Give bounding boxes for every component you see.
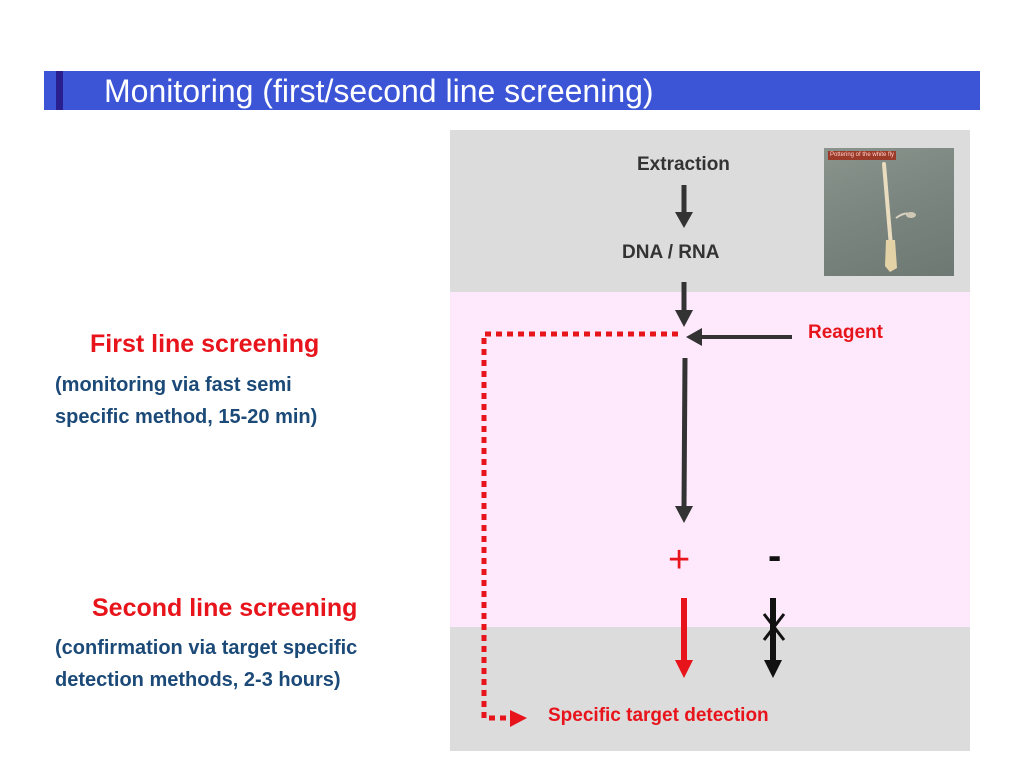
arrow-positive — [675, 598, 693, 678]
title-accent — [56, 71, 63, 110]
second-line-description: (confirmation via target specific detect… — [55, 632, 357, 696]
pestle-image — [882, 162, 916, 272]
negative-sign: - — [768, 534, 782, 578]
second-line-title: Second line screening — [92, 594, 358, 622]
title-bar: Monitoring (first/second line screening) — [44, 71, 980, 110]
arrow-reagent — [686, 328, 792, 346]
arrow-to-result — [675, 357, 693, 523]
slide-title: Monitoring (first/second line screening) — [104, 73, 654, 109]
first-line-desc-line: (monitoring via fast semi — [55, 374, 292, 396]
first-line-title: First line screening — [90, 330, 320, 358]
second-line-panel — [450, 627, 970, 751]
whitefly-photo: Pottering of the white fly — [824, 148, 954, 276]
arrow-extraction-to-dna — [675, 185, 693, 228]
extraction-label: Extraction — [637, 154, 730, 175]
first-line-description: (monitoring via fast semi specific metho… — [55, 369, 317, 433]
dotted-path-second-line — [481, 331, 678, 727]
positive-sign: + — [668, 539, 691, 581]
reagent-label: Reagent — [808, 322, 883, 343]
first-line-desc-line: specific method, 15-20 min) — [55, 406, 318, 428]
arrow-dna-to-junction — [675, 282, 693, 327]
dna-rna-label: DNA / RNA — [622, 242, 720, 263]
specific-target-label: Specific target detection — [548, 705, 769, 726]
photo-caption: Pottering of the white fly — [828, 151, 897, 160]
arrow-negative-blocked — [762, 598, 786, 678]
second-line-desc-line: (confirmation via target specific — [55, 637, 358, 659]
first-line-panel — [450, 292, 970, 627]
second-line-desc-line: detection methods, 2-3 hours) — [55, 669, 341, 691]
